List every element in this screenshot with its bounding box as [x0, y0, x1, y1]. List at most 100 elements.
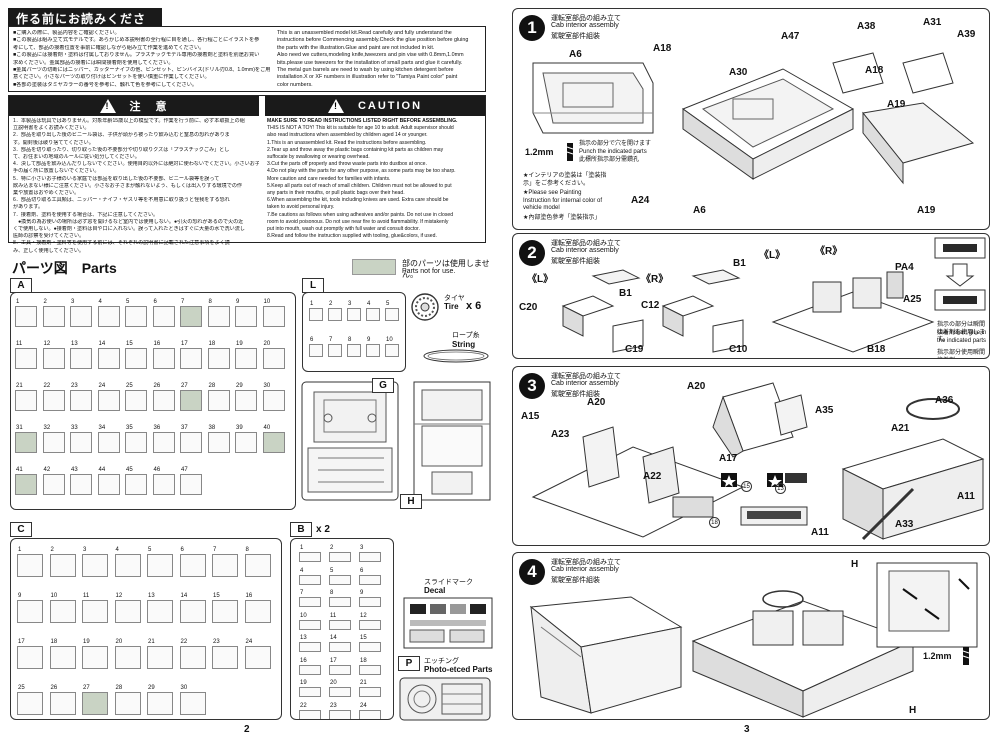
- part-shape: [42, 390, 65, 411]
- part-number: 37: [181, 425, 188, 431]
- step-2-instruction-panel: [934, 237, 986, 311]
- page-number-right: 3: [744, 724, 750, 735]
- callout-b1-right: B1: [733, 258, 746, 269]
- callout-a24: A24: [631, 195, 650, 206]
- part-number: 27: [83, 685, 90, 691]
- part-shape: [147, 646, 173, 669]
- part-shape: [180, 432, 202, 453]
- part-shape: [328, 344, 342, 357]
- part-number: 3: [83, 547, 87, 553]
- part-shape: [299, 552, 321, 562]
- caution-header-en: CAUTION: [265, 96, 485, 116]
- part-shape: [207, 306, 230, 327]
- part-shape: [49, 692, 76, 715]
- part-shape: [147, 600, 173, 623]
- part-number: 22: [300, 702, 307, 709]
- decal-number-18: 18: [709, 517, 720, 528]
- sprue-b-count: x 2: [316, 524, 330, 535]
- callout-a6-bottom: A6: [693, 205, 706, 216]
- part-shape: [125, 390, 147, 411]
- part-number: 23: [71, 383, 78, 389]
- part-number: 3: [360, 545, 364, 551]
- part-shape: [49, 646, 76, 669]
- part-shape: [329, 552, 351, 562]
- part-shape: [207, 432, 230, 453]
- part-number: 30: [263, 383, 271, 389]
- step-3-title-en: Cab interior assembly: [551, 380, 619, 387]
- part-number: 5: [126, 299, 130, 305]
- step-1-paint-note-cn: ★內部塗色參考「塗裝指示」: [523, 215, 601, 221]
- step-3-title-cn: 駕駛室部件組裝: [551, 391, 600, 398]
- step-2-title-en: Cab interior assembly: [551, 247, 619, 254]
- parts-title: パーツ図 Parts: [12, 260, 117, 276]
- part-number: 26: [153, 383, 161, 389]
- step-2-title-jp: 運転室部品の組み立て: [551, 240, 621, 247]
- part-number: 8: [348, 337, 352, 343]
- part-number: 10: [300, 612, 307, 619]
- step-1-paint-note-jp: ★インテリアの塗装は「塗装指示」をご参考ください。: [523, 173, 607, 187]
- not-for-use-swatch: [352, 259, 396, 275]
- part-shape: [235, 348, 257, 369]
- callout-b18: B18: [867, 344, 886, 355]
- part-shape: [299, 574, 321, 585]
- callout-a20-left: A20: [587, 397, 606, 408]
- step-2-seat-boxes-drawing: [561, 269, 744, 353]
- step-1-title-cn: 駕駛室部件組裝: [551, 33, 600, 40]
- part-shape: [244, 600, 271, 623]
- part-shape: [42, 306, 65, 327]
- callout-a21: A21: [891, 423, 910, 434]
- warning-icon: [327, 99, 344, 113]
- part-number: 36: [153, 425, 161, 431]
- part-shape: [70, 390, 92, 411]
- part-number: 13: [71, 341, 78, 347]
- decal-label-en: Decal: [424, 586, 446, 595]
- part-number: 12: [43, 341, 51, 347]
- callout-r-right: 《R》: [815, 246, 843, 257]
- part-shape: [299, 642, 321, 652]
- callout-a25: A25: [903, 294, 922, 305]
- part-number: 10: [386, 337, 393, 343]
- part-shape: [347, 308, 361, 321]
- part-number: 21: [360, 680, 367, 686]
- step-4-title-cn: 駕駛室部件組裝: [551, 577, 600, 584]
- part-number: 12: [360, 612, 367, 619]
- step-4-drill-size: 1.2mm: [923, 651, 952, 661]
- part-number: 14: [180, 593, 188, 599]
- page-number-left: 2: [244, 724, 250, 735]
- part-shape: [359, 574, 381, 585]
- part-shape: [49, 554, 76, 577]
- part-number: 7: [329, 337, 333, 343]
- part-shape: [244, 646, 271, 669]
- part-number: 14: [330, 635, 337, 641]
- step-3-dashboard-drawing: [841, 398, 985, 541]
- part-shape: [179, 646, 206, 669]
- part-number: 41: [16, 467, 23, 473]
- callout-a19-top: A19: [887, 99, 906, 110]
- callout-a30: A30: [729, 67, 748, 78]
- part-number: 9: [360, 590, 364, 596]
- etched-label-jp: エッチング: [424, 658, 459, 665]
- part-shape: [42, 474, 65, 495]
- part-shape: [359, 642, 381, 652]
- step-1-title-jp: 運転室部品の組み立て: [551, 15, 621, 22]
- part-number: 6: [180, 547, 184, 553]
- step-4-detail-h-drawing: [876, 562, 978, 648]
- part-number: 16: [245, 593, 253, 599]
- part-shape: [82, 600, 108, 623]
- instructions-en: This is an unassembled model kit.Read ca…: [277, 30, 469, 88]
- part-number: 23: [330, 702, 337, 709]
- part-shape: [125, 474, 147, 495]
- step-3-panel-drawing: [774, 394, 808, 436]
- callout-l-right: 《L》: [759, 250, 786, 261]
- part-shape: [309, 308, 323, 321]
- step-3: 3 運転室部品の組み立て Cab interior assembly 駕駛室部件…: [512, 366, 990, 546]
- part-number: 22: [180, 639, 188, 645]
- photo-etched-fret: [399, 677, 491, 721]
- part-shape: [180, 474, 202, 495]
- step-1-seats-drawing: [832, 52, 975, 185]
- part-shape: [262, 432, 285, 453]
- callout-a36: A36: [935, 395, 954, 406]
- part-number: 5: [148, 547, 152, 553]
